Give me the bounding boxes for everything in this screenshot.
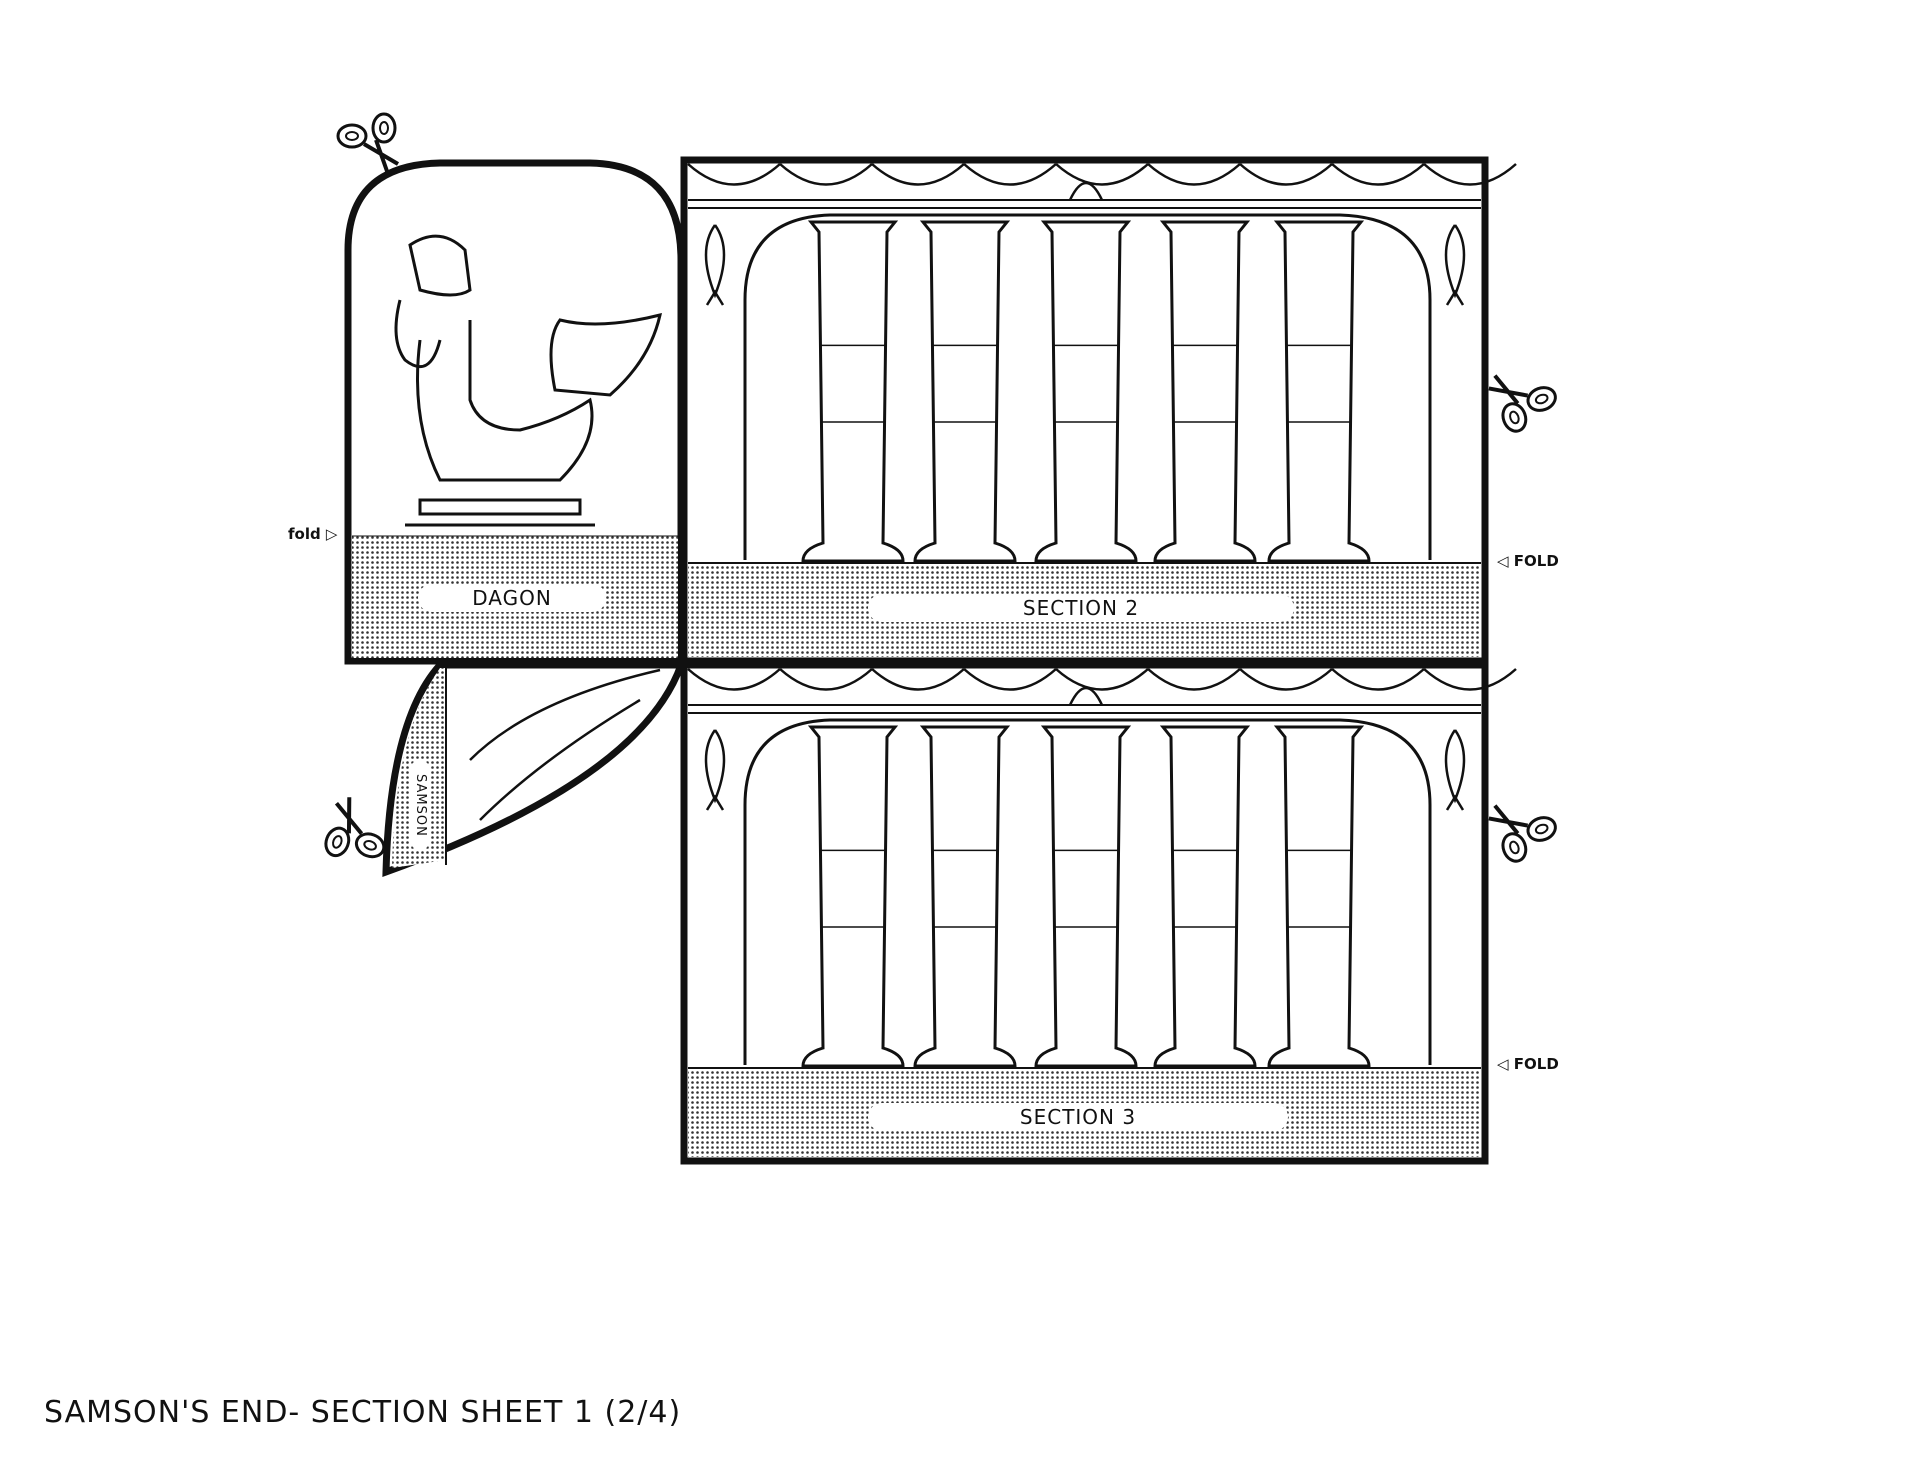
scissors-icon	[1483, 786, 1565, 868]
samson-label: SAMSON	[410, 760, 430, 850]
column-icon	[1034, 725, 1138, 1068]
shell-icon	[1068, 686, 1104, 706]
fold-mark-right-bottom: ◁ FOLD	[1497, 1055, 1559, 1073]
fold-mark-right-top: ◁ FOLD	[1497, 552, 1559, 570]
column-icon	[801, 220, 905, 563]
column-icon	[1034, 220, 1138, 563]
fold-mark-left: fold ▷	[288, 525, 338, 543]
column-icon	[1153, 220, 1257, 563]
fish-icon	[1444, 224, 1466, 306]
column-icon	[1153, 725, 1257, 1068]
fish-icon	[704, 729, 726, 811]
dagon-panel	[336, 112, 685, 665]
section-2-panel	[680, 156, 1517, 665]
section-2-label: SECTION 2	[868, 594, 1294, 622]
scissors-icon	[336, 112, 400, 176]
column-icon	[801, 725, 905, 1068]
fish-icon	[1444, 729, 1466, 811]
column-icon	[913, 725, 1017, 1068]
dagon-label: DAGON	[418, 584, 606, 612]
section-3-label: SECTION 3	[868, 1103, 1288, 1131]
dagon-statue-drawing	[394, 234, 662, 527]
samson-panel	[317, 661, 686, 878]
column-icon	[913, 220, 1017, 563]
scissors-icon	[1483, 356, 1565, 438]
section-3-panel	[680, 661, 1517, 1165]
sheet-title: SAMSON'S END- SECTION SHEET 1 (2/4)	[44, 1395, 682, 1430]
fish-icon	[704, 224, 726, 306]
column-icon	[1267, 220, 1371, 563]
shell-icon	[1068, 181, 1104, 201]
column-icon	[1267, 725, 1371, 1068]
